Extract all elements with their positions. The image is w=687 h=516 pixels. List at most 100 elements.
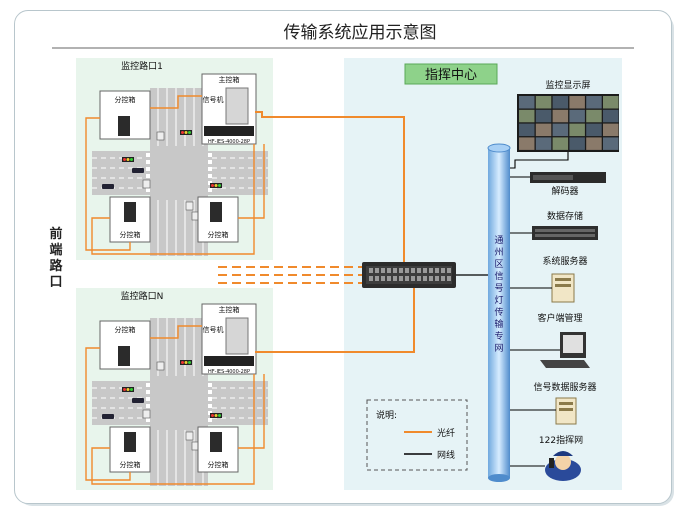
car-icon bbox=[102, 414, 114, 419]
switch-port bbox=[399, 276, 403, 281]
intersection-n-panel: 监控路口N分控箱分控箱分控箱主控箱信号机HF-IES-4000-28P bbox=[76, 288, 273, 490]
intersection-switch-icon bbox=[204, 356, 254, 366]
sub-box-device-icon bbox=[118, 346, 130, 366]
system-server-label: 系统服务器 bbox=[542, 255, 587, 267]
legend-fiber-label: 光纤 bbox=[437, 427, 455, 439]
crosswalk bbox=[208, 188, 212, 192]
switch-port bbox=[375, 276, 379, 281]
command-center-title: 指挥中心 bbox=[425, 68, 477, 83]
video-wall-cell bbox=[519, 123, 535, 137]
video-wall-cell bbox=[603, 137, 619, 150]
switch-port bbox=[447, 276, 451, 281]
fiber-link bbox=[238, 374, 265, 449]
video-wall-cell bbox=[519, 109, 535, 123]
fiber-link bbox=[150, 325, 202, 339]
sub-box-label: 分控箱 bbox=[208, 460, 229, 469]
sub-box-label: 分控箱 bbox=[115, 325, 136, 334]
crosswalk bbox=[146, 418, 150, 422]
main-box-label: 主控箱 bbox=[219, 305, 240, 314]
crosswalk bbox=[146, 404, 150, 408]
signal-server-icon bbox=[555, 397, 577, 425]
legend-cable-label: 网线 bbox=[437, 449, 455, 461]
switch-port bbox=[387, 276, 391, 281]
sub-box-label: 分控箱 bbox=[120, 230, 141, 239]
switch-port bbox=[381, 268, 385, 273]
camera-icon bbox=[142, 409, 151, 419]
intersection-switch-icon bbox=[204, 126, 254, 136]
crosswalk bbox=[146, 153, 150, 157]
camera-icon bbox=[156, 361, 165, 371]
video-wall-cell bbox=[603, 109, 619, 123]
sub-box-device-icon bbox=[210, 202, 222, 222]
switch-port bbox=[423, 268, 427, 273]
network-pipe bbox=[487, 143, 511, 482]
crosswalk bbox=[208, 404, 212, 408]
switch-port bbox=[447, 268, 451, 273]
decoder-icon bbox=[530, 172, 606, 183]
fiber-link bbox=[238, 144, 265, 219]
system-server-icon bbox=[551, 273, 575, 303]
sub-box-device-icon bbox=[210, 432, 222, 452]
video-wall-cell bbox=[603, 123, 619, 137]
intersection-title: 监控路口N bbox=[121, 290, 164, 302]
switch-port bbox=[411, 268, 415, 273]
crosswalk bbox=[208, 167, 212, 171]
sub-box-device-icon bbox=[118, 116, 130, 136]
crosswalk bbox=[208, 383, 212, 387]
crosswalk bbox=[208, 397, 212, 401]
video-wall-cell bbox=[552, 109, 569, 123]
crosswalk bbox=[208, 160, 212, 164]
crosswalk bbox=[146, 397, 150, 401]
sub-box-label: 分控箱 bbox=[115, 95, 136, 104]
front-label: 前端路口 bbox=[49, 226, 63, 290]
crosswalk bbox=[208, 418, 212, 422]
crosswalk bbox=[146, 160, 150, 164]
switch-port bbox=[429, 276, 433, 281]
switch-port bbox=[405, 268, 409, 273]
signal-server-label: 信号数据服务器 bbox=[533, 381, 596, 393]
video-wall-cell bbox=[586, 123, 602, 137]
signal-controller-icon bbox=[225, 87, 249, 125]
switch-port bbox=[375, 268, 379, 273]
car-icon bbox=[132, 398, 144, 403]
video-wall-cell bbox=[535, 137, 552, 150]
diagram-title: 传输系统应用示意图 bbox=[284, 23, 437, 43]
video-wall-cell bbox=[603, 96, 619, 109]
video-wall-cell bbox=[552, 96, 569, 109]
camera-icon bbox=[142, 179, 151, 189]
crosswalk bbox=[208, 174, 212, 178]
fiber-link bbox=[150, 95, 202, 109]
video-wall-cell bbox=[586, 137, 602, 150]
sub-box-device-icon bbox=[124, 202, 136, 222]
switch-port bbox=[441, 276, 445, 281]
video-wall-cell bbox=[535, 123, 552, 137]
switch-port bbox=[423, 276, 427, 281]
switch-port bbox=[405, 276, 409, 281]
video-wall-cell bbox=[569, 109, 585, 123]
main-box-label: 主控箱 bbox=[219, 75, 240, 84]
camera-icon bbox=[185, 201, 194, 211]
video-wall-cell bbox=[535, 96, 552, 109]
video-wall-cell bbox=[569, 137, 585, 150]
fiber-link bbox=[85, 117, 131, 251]
switch-port bbox=[435, 276, 439, 281]
command-122-label: 122指挥网 bbox=[539, 434, 583, 446]
signal-controller-icon bbox=[225, 317, 249, 355]
video-wall-cell bbox=[569, 123, 585, 137]
crosswalk bbox=[146, 174, 150, 178]
sub-box-label: 分控箱 bbox=[120, 460, 141, 469]
storage-label: 数据存储 bbox=[547, 210, 583, 222]
video-wall-cell bbox=[535, 109, 552, 123]
switch-port bbox=[411, 276, 415, 281]
fiber-link bbox=[91, 144, 255, 255]
client-label: 客户端管理 bbox=[537, 312, 582, 324]
fiber-link bbox=[91, 374, 255, 485]
camera-icon bbox=[185, 431, 194, 441]
sub-box-device-icon bbox=[124, 432, 136, 452]
video-wall-cell bbox=[519, 96, 535, 109]
video-wall-cell bbox=[569, 96, 585, 109]
signal-controller-label: 信号机 bbox=[203, 325, 224, 334]
video-wall-cell bbox=[519, 137, 535, 150]
switch-port bbox=[387, 268, 391, 273]
